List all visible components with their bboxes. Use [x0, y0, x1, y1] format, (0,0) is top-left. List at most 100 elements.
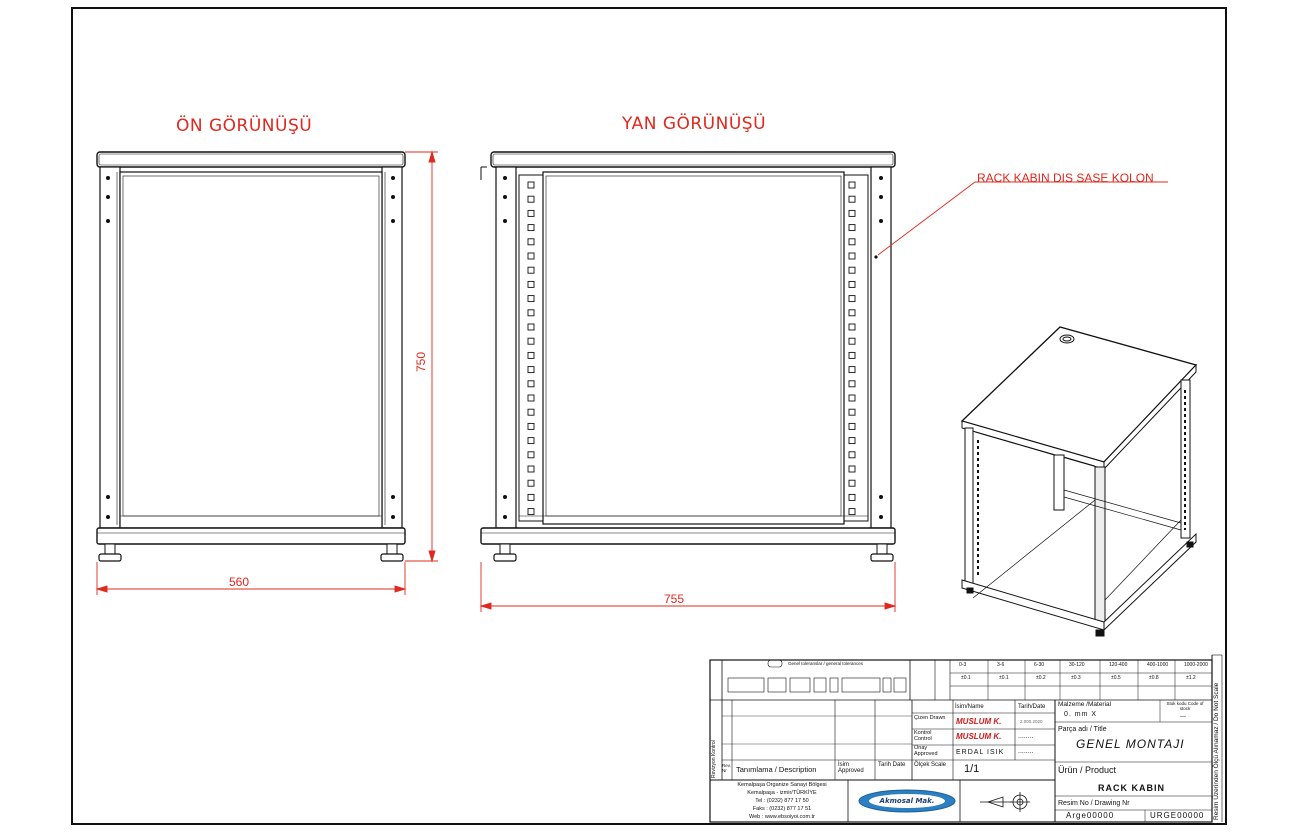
rail-hole	[527, 266, 535, 274]
rail-hole	[527, 465, 535, 473]
revision-approved-header: İsim Approved	[838, 762, 864, 774]
rail-hole	[848, 337, 856, 345]
rail-hole	[527, 195, 535, 203]
tolerance-value: ±0.8	[1149, 675, 1159, 681]
rail-hole	[848, 195, 856, 203]
rail-hole	[527, 380, 535, 388]
material-value: 0. mm X	[1064, 711, 1098, 718]
rail-hole	[848, 437, 856, 445]
rail-hole	[848, 508, 856, 516]
rail-hole	[848, 280, 856, 288]
tolerance-range: 400-1000	[1147, 662, 1169, 668]
tolerance-value: ±0.5	[1111, 675, 1121, 681]
side-width-dimension-label: 755	[664, 592, 685, 606]
revision-date-header: Tarih Date	[878, 762, 906, 768]
control-name: MUSLUM K.	[956, 732, 1002, 741]
drawn-label: Çizen Drawn	[914, 715, 946, 721]
drawing-no-secondary: URGE00000	[1150, 811, 1205, 820]
rail-hole	[848, 238, 856, 246]
rail-hole	[848, 266, 856, 274]
tolerance-range: 30-120	[1069, 662, 1085, 668]
rail-hole	[848, 465, 856, 473]
rail-hole	[527, 224, 535, 232]
product-label: Ürün / Product	[1058, 765, 1117, 775]
rail-hole	[848, 366, 856, 374]
rail-hole	[848, 323, 856, 331]
drawn-date: 2.000.2020	[1020, 719, 1043, 724]
tolerance-value: ±0.1	[961, 675, 971, 681]
rail-hole	[527, 366, 535, 374]
rail-hole	[527, 493, 535, 501]
column-callout-label: RACK KABIN DIS SASE KOLON	[977, 171, 1154, 185]
revision-description-header: Tanımlama / Description	[736, 765, 817, 774]
rail-hole	[527, 252, 535, 260]
rail-hole	[848, 309, 856, 317]
date-header: Tarih/Date	[1018, 704, 1046, 710]
front-view-title: ÖN GÖRÜNÜŞÜ	[176, 116, 313, 136]
side-view	[480, 151, 896, 562]
company-logo: Akmosal Mak.	[858, 789, 956, 813]
rail-hole	[527, 323, 535, 331]
company-line: Kemalpaşa Organize Sanayi Bölgesi	[737, 782, 827, 788]
tolerance-range: 1000-2000	[1184, 662, 1208, 668]
stock-code-value: ---	[1180, 714, 1186, 720]
side-view-title: YAN GÖRÜNÜŞÜ	[622, 114, 767, 134]
title-label: Parça adı / Title	[1058, 726, 1107, 733]
rail-hole	[527, 408, 535, 416]
tolerance-value: ±0.1	[999, 675, 1009, 681]
approved-date: ........	[1018, 748, 1034, 755]
height-dimension-label: 750	[414, 351, 428, 372]
rail-hole	[848, 181, 856, 189]
company-line: Faks : (0232) 877 17 51	[752, 806, 812, 812]
title-block: Akmosal Mak.	[709, 654, 1223, 823]
rail-hole	[527, 181, 535, 189]
tolerance-range: 120-400	[1109, 662, 1128, 668]
drawing-no-primary: Arge00000	[1066, 811, 1115, 820]
tolerance-range: 0-3	[959, 662, 967, 668]
revision-control-note: Revizyon Kontrol	[711, 740, 717, 778]
rail-hole	[848, 295, 856, 303]
drawing-no-label: Resim No / Drawing Nr	[1058, 800, 1130, 807]
rail-hole	[527, 351, 535, 359]
drawn-name: MUSLUM K.	[956, 717, 1002, 726]
do-not-scale-note: Resim Üzerinden Ölçü Alınamaz / Do Not S…	[1213, 682, 1220, 820]
rail-hole	[848, 224, 856, 232]
rail-hole	[527, 394, 535, 402]
rail-hole	[527, 295, 535, 303]
control-date: ........	[1018, 733, 1034, 740]
front-dimensions	[95, 150, 438, 595]
rail-hole	[848, 209, 856, 217]
svg-text:Akmosal Mak.: Akmosal Mak.	[879, 797, 935, 805]
approved-label: Onay Approved	[914, 745, 938, 757]
callout-leader	[877, 181, 1168, 256]
stock-code-label: Stok kodu Code of stock	[1166, 701, 1204, 711]
rail-hole	[527, 337, 535, 345]
company-line: Kemalpaşa - izmir/TÜRKİYE	[747, 790, 817, 796]
rail-hole	[848, 422, 856, 430]
rail-hole	[848, 252, 856, 260]
rail-hole	[848, 351, 856, 359]
rail-hole	[527, 437, 535, 445]
name-header: İsim/Name	[955, 704, 984, 710]
rail-hole	[848, 479, 856, 487]
rail-hole	[527, 451, 535, 459]
rail-hole	[848, 493, 856, 501]
product-value: RACK KABIN	[1098, 783, 1165, 793]
projection-symbol	[980, 792, 1030, 812]
tolerance-header: Genel toleranslar / general tolerances	[788, 661, 864, 666]
rail-hole	[848, 408, 856, 416]
material-label: Malzeme /Material	[1058, 701, 1112, 708]
rail-hole	[527, 479, 535, 487]
company-line: Web : www.ebsoiyoi.com.tr	[749, 814, 815, 820]
tolerance-value: ±1.2	[1186, 675, 1196, 681]
rail-hole	[848, 451, 856, 459]
rail-hole	[527, 422, 535, 430]
rail-hole	[848, 394, 856, 402]
tolerance-value: ±0.2	[1036, 675, 1046, 681]
rail-hole	[848, 380, 856, 388]
rail-hole	[527, 209, 535, 217]
front-width-dimension-label: 560	[229, 575, 250, 589]
control-label: Kontrol Control	[914, 730, 932, 742]
